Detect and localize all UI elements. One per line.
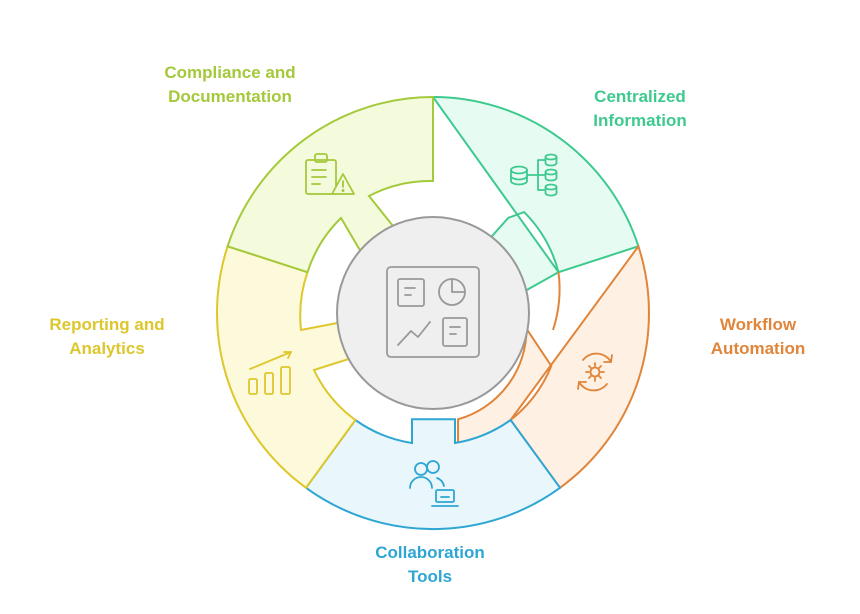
label-workflow-automation: Workflow Automation (690, 313, 826, 361)
label-reporting-analytics: Reporting and Analytics (26, 313, 188, 361)
label-line: Collaboration (375, 543, 485, 562)
label-line: Documentation (168, 87, 292, 106)
segment-workflow-automation-inner (552, 272, 561, 331)
label-line: Reporting and (49, 315, 165, 334)
label-line: Compliance and (164, 63, 296, 82)
label-compliance-documentation: Compliance and Documentation (130, 61, 330, 109)
label-line: Workflow (719, 315, 797, 334)
dashboard-icon (386, 266, 480, 358)
segment-compliance-documentation[interactable] (226, 95, 434, 274)
users-laptop-icon (409, 460, 459, 507)
database-hierarchy-icon (510, 153, 558, 197)
label-centralized-information: Centralized Information (560, 85, 720, 133)
center-circle (336, 216, 530, 410)
label-line: Tools (407, 567, 453, 586)
label-line: Centralized (594, 87, 686, 106)
label-collaboration-tools: Collaboration Tools (350, 541, 510, 589)
segment-workflow-automation[interactable] (457, 244, 650, 490)
label-line: Information (593, 111, 687, 130)
gear-cycle-icon (577, 352, 613, 392)
label-line: Automation (710, 339, 806, 358)
label-line: Analytics (69, 339, 145, 358)
clipboard-warning-icon (305, 153, 355, 195)
bar-chart-trend-icon (248, 351, 292, 395)
